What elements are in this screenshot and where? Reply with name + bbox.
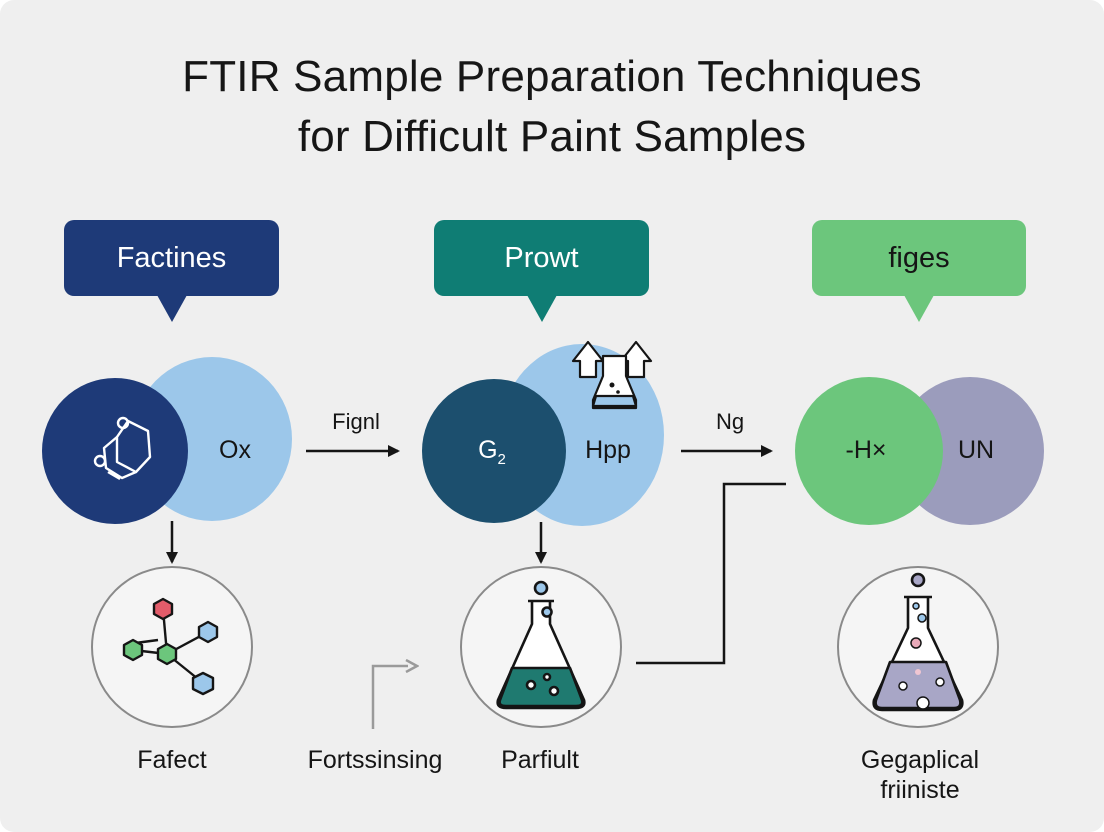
flask-icon: [496, 580, 586, 710]
venn-group-1: [42, 357, 292, 524]
venn-right-label-1: Ox: [219, 436, 251, 464]
flask-bubbles-icon: [872, 572, 964, 712]
venn-group-3: [795, 377, 1044, 525]
bottom-label-3-line-1: Gegaplical: [860, 746, 980, 774]
venn-right-label-2: Hpp: [585, 436, 631, 464]
title-line-1: FTIR Sample Preparation Techniques: [182, 52, 922, 101]
bottom-circle-3: [837, 566, 999, 728]
ring-molecule-icon: [93, 416, 152, 481]
connector-line: [636, 482, 786, 665]
bottom-label-1: Fafect: [137, 746, 207, 774]
venn-circle-left-3: [795, 377, 943, 525]
venn-circle-left-1: [42, 378, 188, 524]
header-label-3: figes: [888, 242, 950, 274]
venn-group-2: [422, 340, 664, 526]
gray-elbow-arrow: [371, 666, 408, 729]
arrow-1-label: Fignl: [332, 409, 380, 434]
bottom-circle-2: [460, 566, 622, 728]
bottom-label-3-line-2: friiniste: [880, 776, 960, 804]
flask-arrows-icon: [571, 340, 653, 410]
bottom-circle-1: [91, 566, 253, 728]
side-label: Fortssinsing: [307, 746, 443, 774]
bottom-label-2: Parfiult: [501, 746, 579, 774]
header-bubble-3: figes: [812, 220, 1026, 322]
arrow-2-label: Ng: [715, 409, 745, 434]
venn-left-subscript-2: 2: [497, 451, 506, 468]
header-bubble-2: Prowt: [434, 220, 649, 322]
header-label-2: Prowt: [504, 242, 579, 274]
header-label-1: Factines: [116, 242, 227, 274]
title-line-2: for Difficult Paint Samples: [297, 112, 807, 161]
venn-left-label-2: G2: [478, 436, 506, 468]
network-molecule-icon: [122, 597, 219, 696]
venn-left-label-3: -H×: [845, 436, 887, 464]
venn-circle-left-2: [422, 379, 566, 523]
venn-right-label-3: UN: [957, 436, 995, 464]
header-bubble-1: Factines: [64, 220, 279, 322]
